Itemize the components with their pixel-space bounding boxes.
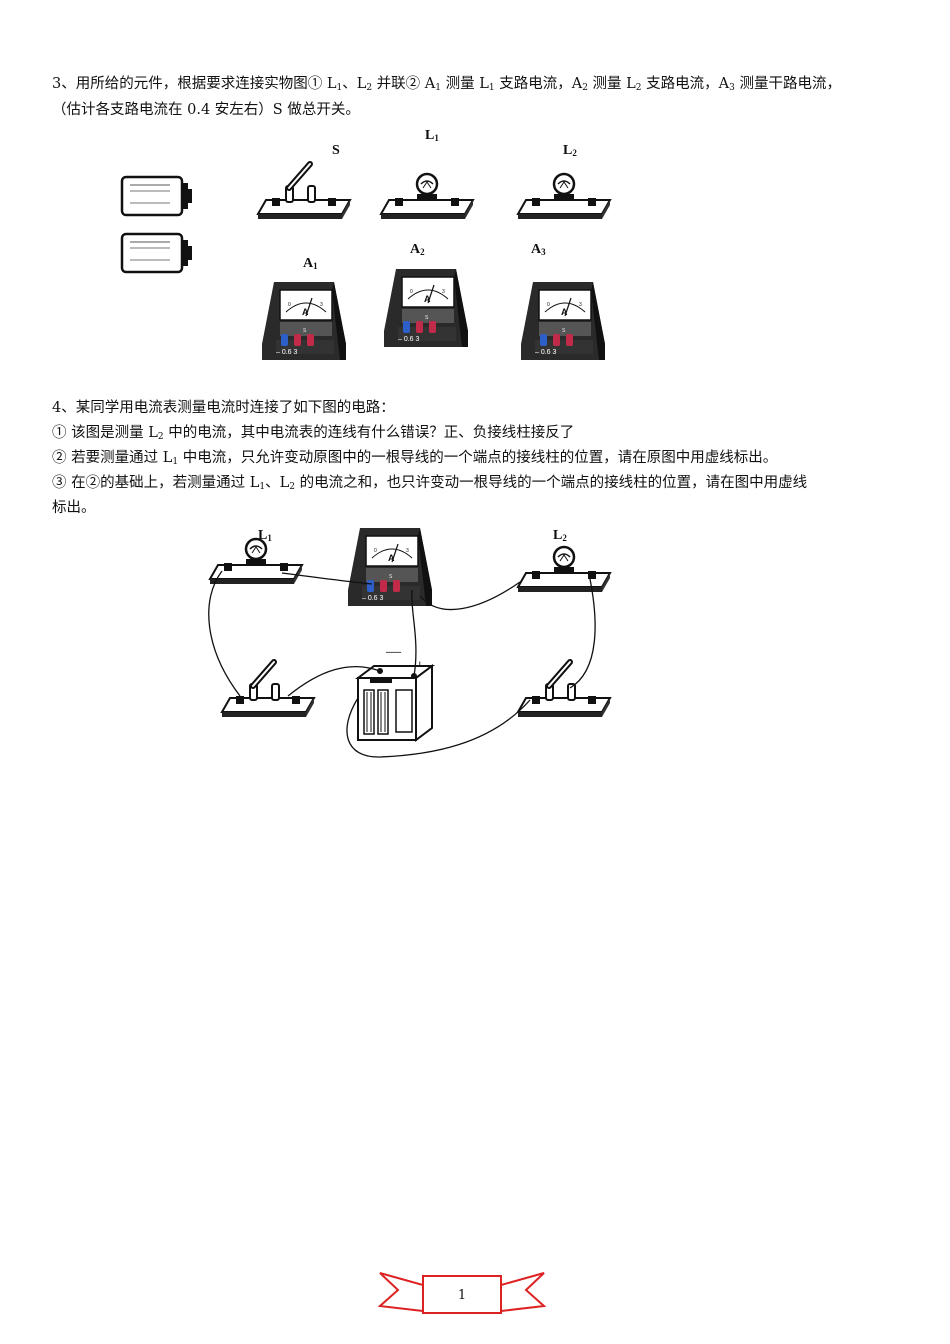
- label-l1: L1: [425, 128, 439, 143]
- label-a2: A2: [410, 242, 425, 257]
- label-a1: A1: [303, 256, 318, 271]
- label-a3: A3: [531, 242, 546, 257]
- q4-switch-right: [518, 662, 610, 717]
- battery-cell-1: [120, 175, 194, 217]
- bulb-l2: [518, 174, 610, 219]
- battery-cell-2: [120, 232, 194, 274]
- q3-line-1: 3、用所给的元件，根据要求连接实物图① L1、L2 并联② A1 测量 L1 支…: [52, 76, 841, 93]
- q4-label-l2: L2: [553, 528, 567, 543]
- q4-item-1: ① 该图是测量 L2 中的电流，其中电流表的连线有什么错误？正、负接线柱接反了: [52, 425, 575, 442]
- q4-title: 4、某同学用电流表测量电流时连接了如下图的电路：: [52, 400, 395, 416]
- knife-switch-s: [258, 164, 350, 219]
- q4-battery-box: [355, 664, 435, 742]
- label-l2: L2: [563, 143, 577, 158]
- q3-line-2: （估计各支路电流在 0.4 安左右）S 做总开关。: [52, 102, 360, 118]
- q4-ammeter: [347, 527, 433, 607]
- q4-item-3: ③ 在②的基础上，若测量通过 L1、L2 的电流之和，也只许变动一根导线的一个端…: [52, 475, 808, 492]
- ammeter-a1: [261, 281, 347, 361]
- battery-minus-label: —: [386, 644, 401, 660]
- q4-bulb-l2: [518, 547, 610, 592]
- q4-label-l1: L1: [258, 528, 272, 543]
- ammeter-a2: [383, 268, 469, 348]
- q4-item-2: ② 若要测量通过 L1 中电流，只允许变动原图中的一根导线的一个端点的接线柱的位…: [52, 450, 778, 467]
- page-number: 1: [457, 1288, 467, 1303]
- q4-wires: [208, 570, 596, 758]
- page-ribbon: [377, 1272, 547, 1314]
- label-switch-s: S: [332, 143, 340, 158]
- q4-bulb-l1: [210, 539, 302, 584]
- q4-item-3-cont: 标出。: [52, 500, 96, 516]
- bulb-l1: [381, 174, 473, 219]
- ammeter-a3: [520, 281, 606, 361]
